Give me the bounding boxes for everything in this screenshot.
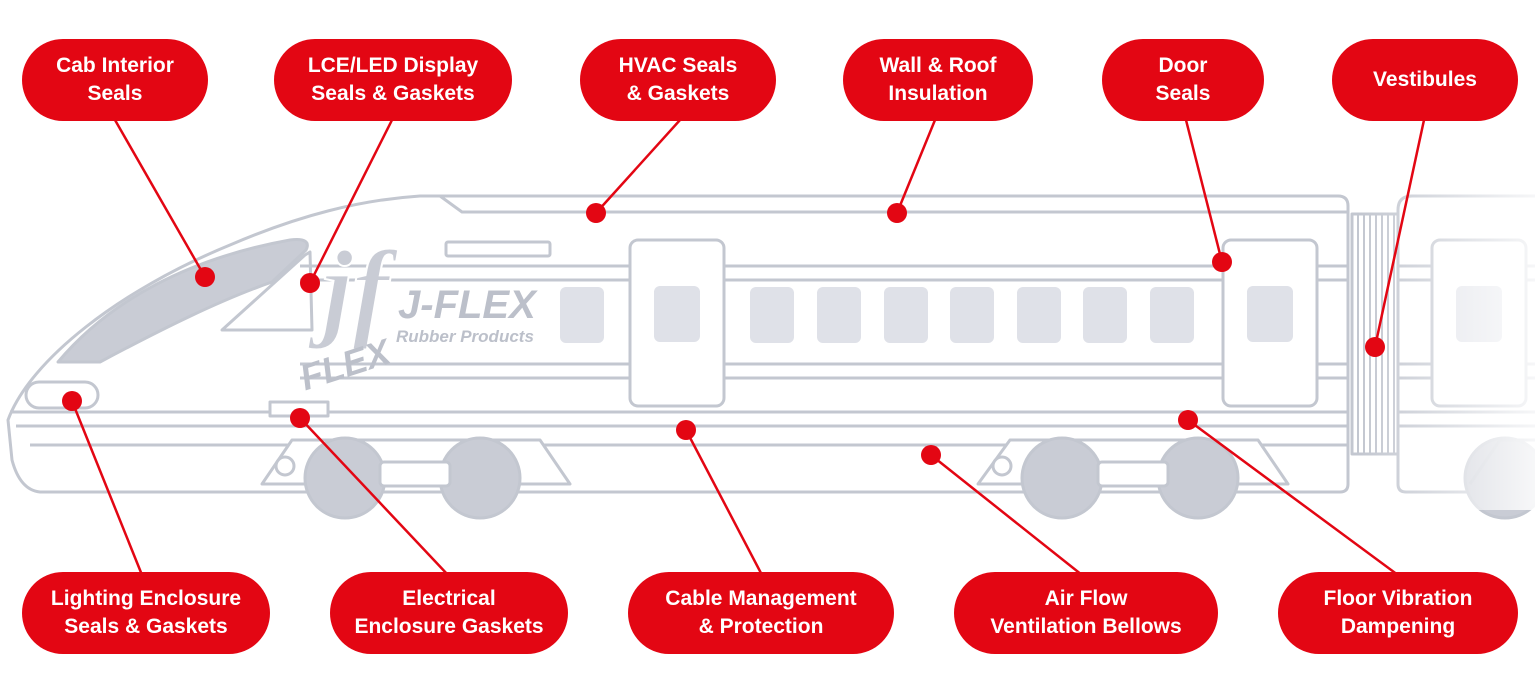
callout-line: Ventilation Bellows (990, 615, 1182, 638)
callout-line: Door (1158, 54, 1208, 77)
window (884, 287, 928, 343)
dot-floor-vibration (1178, 410, 1198, 430)
dot-wall-roof (887, 203, 907, 223)
dot-lighting (62, 391, 82, 411)
roof-line (439, 194, 1348, 214)
callout-line: & Protection (698, 615, 824, 638)
leader-hvac (595, 119, 681, 214)
bogie-front (260, 436, 572, 520)
passenger-windows (560, 287, 1194, 343)
wheel (1156, 436, 1240, 520)
callout-line: Floor Vibration (1323, 587, 1473, 610)
callout-vestibules: Vestibules (1332, 39, 1518, 121)
callout-line: Dampening (1340, 615, 1456, 638)
callout-line: Air Flow (1044, 587, 1128, 610)
roof-vent (444, 240, 552, 258)
door-window (1247, 286, 1293, 342)
leader-display (308, 119, 394, 284)
axle-cap (991, 455, 1013, 477)
bogie-rear (976, 436, 1290, 520)
brand-name: J-FLEX (398, 283, 538, 327)
dot-air-flow (921, 445, 941, 465)
callout-cable-management: Cable Management & Protection (628, 572, 894, 654)
callout-line: Wall & Roof (879, 54, 997, 77)
cab-windshield (56, 238, 309, 364)
edge-fade (1360, 180, 1535, 510)
callout-line: HVAC Seals (618, 54, 738, 77)
headlight (24, 380, 100, 410)
window (750, 287, 794, 343)
brand-tagline: Rubber Products (396, 327, 534, 346)
window (1150, 287, 1194, 343)
callout-line: LCE/LED Display (307, 54, 479, 77)
wheel (303, 436, 387, 520)
window (950, 287, 994, 343)
window (560, 287, 604, 343)
window (1017, 287, 1061, 343)
callout-line: & Gaskets (626, 82, 730, 105)
leader-door (1184, 119, 1224, 263)
logo-mark: jf (307, 228, 399, 350)
dot-electrical (290, 408, 310, 428)
train-illustration (6, 180, 1535, 520)
callout-line: Cable Management (665, 587, 857, 610)
leader-wall-roof (895, 119, 937, 214)
callout-line: Vestibules (1373, 68, 1477, 91)
callout-leaders (62, 119, 1426, 577)
leader-floor-vibration (1187, 418, 1399, 577)
dot-cable (676, 420, 696, 440)
axle-cap (274, 455, 296, 477)
callout-line: Insulation (888, 82, 988, 105)
callout-line: Seals & Gaskets (64, 615, 228, 638)
dot-vestibules (1365, 337, 1385, 357)
callout-hvac-seals: HVAC Seals & Gaskets (580, 39, 776, 121)
callout-line: Seals (87, 82, 143, 105)
window-band (300, 264, 1348, 380)
door-window (654, 286, 700, 342)
callout-line: Lighting Enclosure (50, 587, 242, 610)
leader-electrical (299, 417, 449, 576)
leader-lighting (70, 400, 144, 576)
callout-line: Enclosure Gaskets (354, 615, 544, 638)
bogie-center (1096, 460, 1170, 488)
dot-door (1212, 252, 1232, 272)
wheel (1020, 436, 1104, 520)
callout-line: Electrical (402, 587, 496, 610)
leader-vestibules (1373, 119, 1426, 348)
dot-cab-interior (195, 267, 215, 287)
dot-display (300, 273, 320, 293)
leader-air-flow (930, 454, 1083, 576)
callout-line: Seals & Gaskets (311, 82, 475, 105)
callout-line: Seals (1155, 82, 1211, 105)
callout-line: Cab Interior (56, 54, 174, 77)
dot-hvac (586, 203, 606, 223)
window (817, 287, 861, 343)
window (1083, 287, 1127, 343)
wheel (438, 436, 522, 520)
leader-cable (684, 429, 764, 576)
cab-window-frame (220, 250, 314, 332)
leader-cab-interior (113, 119, 207, 278)
bogie-center (378, 460, 452, 488)
